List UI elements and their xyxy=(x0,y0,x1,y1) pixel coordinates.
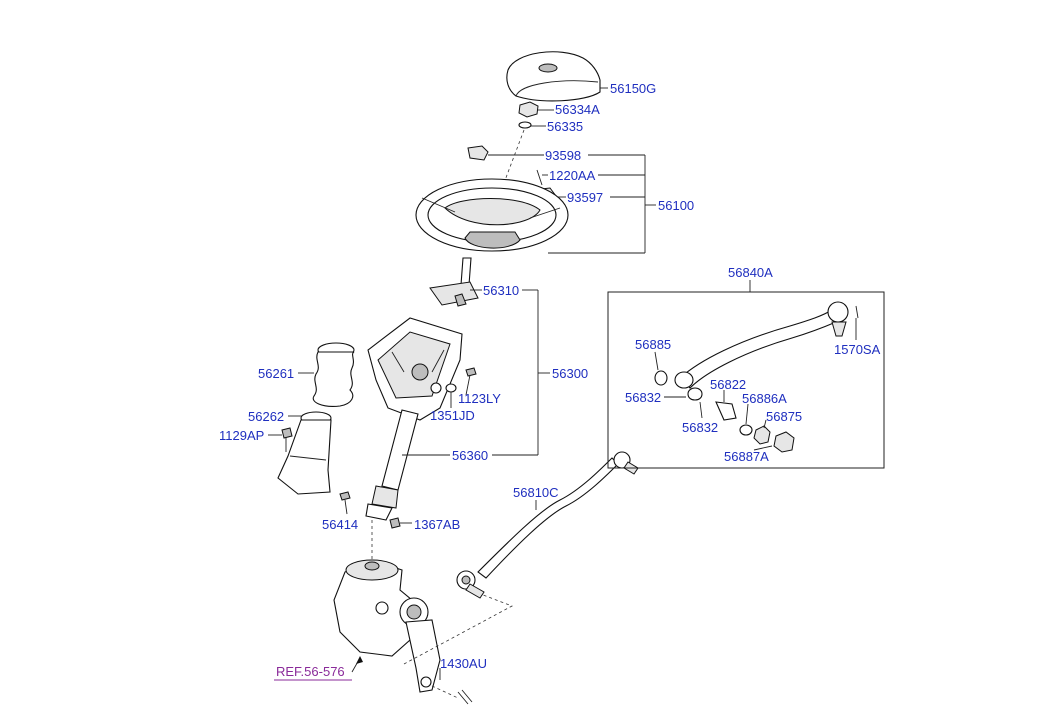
bolt-1129ap-part xyxy=(281,427,293,439)
column-shaft-part xyxy=(429,257,479,307)
nut-1367ab-part xyxy=(389,517,401,529)
bolt-1123ly-part xyxy=(465,367,477,377)
bolt-56414-part xyxy=(339,491,351,501)
label-clip-93597[interactable]: 93597 xyxy=(567,190,603,205)
label-boot[interactable]: 56261 xyxy=(258,366,294,381)
ring-56832-a-part xyxy=(687,387,703,401)
label-washer-1351jd[interactable]: 1351JD xyxy=(430,408,475,423)
bolt-1123ly-shank xyxy=(465,374,471,396)
nut-top-part xyxy=(518,101,539,118)
label-bolt-1123ly[interactable]: 1123LY xyxy=(458,391,501,406)
washer-1351jd-part xyxy=(445,383,457,393)
label-pin-1570sa[interactable]: 1570SA xyxy=(834,342,881,357)
column-tube-part xyxy=(365,409,419,521)
ref-arrow-head xyxy=(356,656,363,664)
pin-1570sa-part xyxy=(855,305,859,319)
nut-56887a-part xyxy=(773,431,795,453)
leader-ring-56832-b xyxy=(699,401,703,419)
label-tie-rod[interactable]: 56810C xyxy=(513,485,559,500)
label-cover[interactable]: 56262 xyxy=(248,409,284,424)
label-washer-56886a[interactable]: 56886A xyxy=(742,391,787,406)
label-washer-top[interactable]: 56335 xyxy=(547,119,583,134)
washer-top-part xyxy=(518,121,532,129)
bolt-56414-shank xyxy=(344,499,348,515)
horn-pad-part xyxy=(506,51,601,102)
clip-93598-part xyxy=(467,145,489,161)
label-bolt-56414[interactable]: 56414 xyxy=(322,517,358,532)
steering-wheel-part xyxy=(415,178,569,252)
tie-rod-part xyxy=(456,451,639,599)
cover-part xyxy=(277,411,332,495)
drag-link-frame xyxy=(607,291,885,469)
washer-56886a-part xyxy=(739,424,753,436)
leader-seal-56885 xyxy=(654,351,659,371)
label-nut-top[interactable]: 56334A xyxy=(555,102,600,117)
label-nut-56875[interactable]: 56875 xyxy=(766,409,802,424)
label-screw-1220aa[interactable]: 1220AA xyxy=(549,168,596,183)
leader-nut-56887a xyxy=(753,445,773,451)
label-nut-1367ab[interactable]: 1367AB xyxy=(414,517,460,532)
seal-56885-part xyxy=(654,370,668,386)
nut-56875-part xyxy=(753,425,771,445)
label-horn-pad[interactable]: 56150G xyxy=(610,81,656,96)
label-pin-1430au[interactable]: 1430AU xyxy=(440,656,487,671)
drag-link-rod-part xyxy=(674,301,849,389)
label-stud-56822[interactable]: 56822 xyxy=(710,377,746,392)
label-clip-93598[interactable]: 93598 xyxy=(545,148,581,163)
stud-56822-part xyxy=(715,401,737,421)
pin-1430au-axis xyxy=(431,685,459,699)
column-bracket-part xyxy=(367,317,463,421)
label-column-shaft[interactable]: 56310 xyxy=(483,283,519,298)
boot-part xyxy=(312,342,355,407)
label-steering-wheel-assy[interactable]: 56100 xyxy=(658,198,694,213)
leader-nut-56875 xyxy=(763,419,767,429)
label-seal-56885[interactable]: 56885 xyxy=(635,337,671,352)
steering-gear-part xyxy=(333,559,441,693)
label-ring-56832-a[interactable]: 56832 xyxy=(625,390,661,405)
pin-1430au-part xyxy=(457,689,473,705)
label-joint-shaft[interactable]: 56360 xyxy=(452,448,488,463)
label-ref-gear[interactable]: REF.56-576 xyxy=(276,664,345,679)
label-nut-56887a[interactable]: 56887A xyxy=(724,449,769,464)
axis-gear-tierod xyxy=(403,589,513,665)
screw-1220aa-part xyxy=(536,169,543,186)
leader-washer-56886a xyxy=(745,403,749,425)
label-bolt-1129ap[interactable]: 1129AP xyxy=(219,428,264,443)
label-drag-link-assy[interactable]: 56840A xyxy=(728,265,773,280)
label-ring-56832-b[interactable]: 56832 xyxy=(682,420,718,435)
label-column-assy[interactable]: 56300 xyxy=(552,366,588,381)
